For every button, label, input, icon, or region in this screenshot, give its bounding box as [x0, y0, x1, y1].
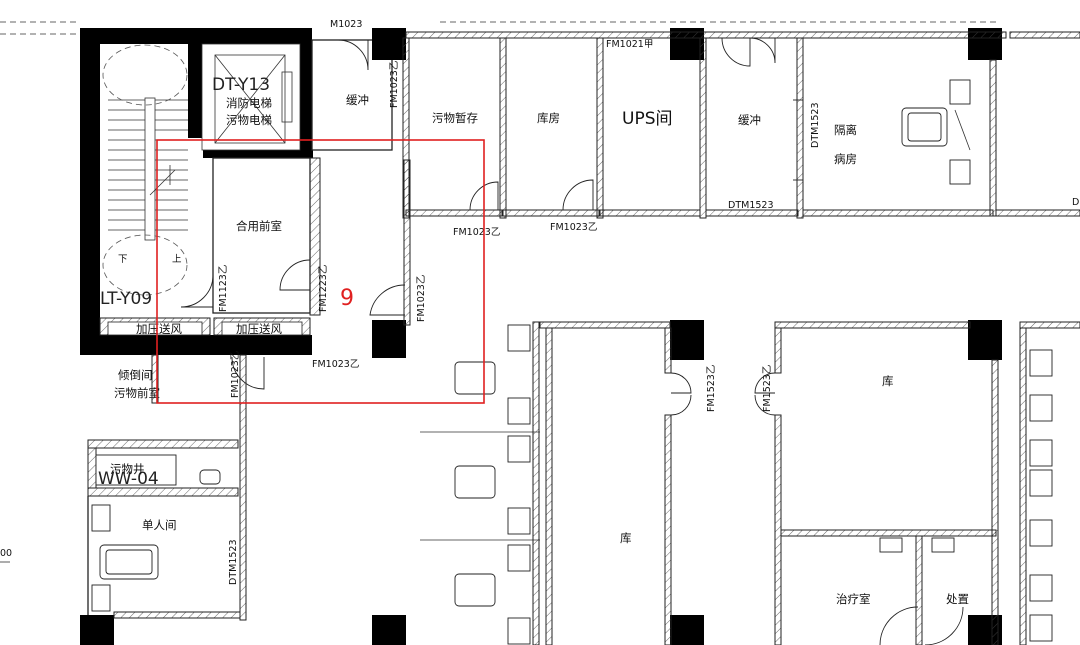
room-label: 污物暂存: [432, 111, 478, 125]
highlight-number: 9: [340, 286, 354, 311]
waste-elevator-label: 污物电梯: [226, 113, 272, 127]
stair-tag: LT-Y09: [100, 289, 152, 309]
door-tag: FM1523乙: [706, 365, 717, 412]
room-label: 加压送风: [236, 322, 282, 336]
top-room-row: 污物暂存 库房 UPS间 缓冲 隔离 病房 FM1021甲 FM1023乙 FM…: [402, 31, 1080, 238]
column: [968, 320, 1002, 360]
stair-up-label: 上: [172, 254, 182, 265]
elevator-tag: DT-Y13: [212, 75, 270, 95]
door-tag: FM1023乙: [550, 222, 597, 233]
door-tag: FM1023乙: [312, 359, 359, 370]
room-label: 库房: [537, 111, 560, 125]
room-label: 库: [620, 531, 632, 545]
room-label: 处置: [946, 592, 969, 606]
shared-lobby: 合用前室 FM1123乙 FM1223乙 FM1023乙 FM1023乙 FM1…: [180, 157, 427, 398]
pressure-vent: 加压送风 加压送风: [99, 317, 311, 336]
door-tag: FM1123乙: [218, 265, 229, 312]
room-label: 加压送风: [136, 322, 182, 336]
door-tag: DTM1523: [228, 540, 239, 586]
door-tag: FM1023乙: [230, 351, 241, 398]
buffer-room: 缓冲: [311, 39, 393, 151]
stair-core: 下 上 LT-Y09: [80, 28, 313, 355]
room-label: 污物井: [110, 462, 145, 476]
door-tag: M1023: [330, 19, 362, 30]
waste-shaft: WW-04 污物井: [87, 439, 239, 497]
door-tag: DTM1523: [810, 103, 821, 149]
room-label: 单人间: [142, 518, 177, 532]
room-label: 隔离: [834, 123, 857, 137]
room-label: 缓冲: [738, 113, 761, 127]
door-tag: FM1223乙: [318, 265, 329, 312]
dump-room: 倾倒间 污物前室: [114, 354, 247, 621]
door-tag: FM1021甲: [606, 39, 653, 50]
ward-corridor-left: FM1523乙 库: [420, 321, 717, 645]
room-label: 治疗室: [836, 592, 871, 606]
room-label: 缓冲: [346, 93, 369, 107]
door-tag: FM1023乙: [453, 227, 500, 238]
fire-elevator-label: 消防电梯: [226, 96, 272, 110]
elevator-shaft: DT-Y13 消防电梯 污物电梯: [201, 43, 301, 151]
room-label: 污物前室: [114, 386, 160, 400]
room-label: 倾倒间: [118, 368, 153, 382]
single-room: 单人间 DTM1523: [87, 496, 241, 619]
column: [670, 615, 704, 645]
room-label: 库: [882, 374, 894, 388]
column: [670, 320, 704, 360]
room-label: UPS间: [622, 109, 673, 129]
door-tag: DTM1523: [728, 200, 774, 211]
door-tag: D: [1072, 197, 1079, 208]
column: [372, 28, 406, 60]
column: [80, 615, 114, 645]
column: [372, 320, 406, 358]
room-label: 合用前室: [236, 219, 282, 233]
highlight-box: [156, 139, 485, 404]
edge-label: 00: [0, 548, 12, 559]
door-tag: FM1023乙: [416, 275, 427, 322]
room-label: WW-04: [98, 469, 159, 489]
door-tag: FM1023乙: [389, 61, 400, 108]
room-label: 病房: [834, 152, 857, 166]
door-tag: FM1523乙: [762, 365, 773, 412]
stair-down-label: 下: [118, 254, 128, 265]
column: [372, 615, 406, 645]
ward-corridor-right: FM1523乙 库 治疗室 处置: [754, 321, 1080, 645]
